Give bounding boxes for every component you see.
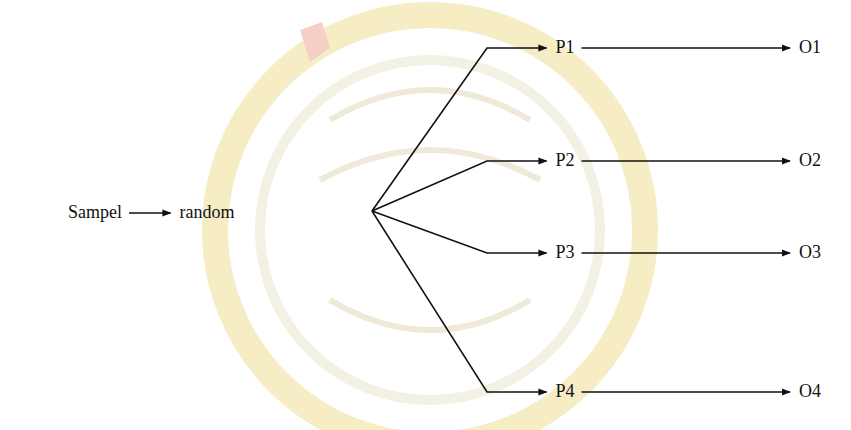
node-text: P3 (555, 243, 574, 263)
node-text: P4 (555, 382, 574, 402)
method-label: random (177, 201, 238, 225)
node-text: P1 (555, 38, 574, 58)
treatment-label: P3 (552, 241, 577, 265)
node-text: O1 (799, 38, 821, 58)
node-text: random (180, 203, 235, 223)
arrow-connector (372, 211, 546, 253)
arrow-connector (372, 161, 546, 211)
node-text: P2 (555, 151, 574, 171)
treatment-label: P4 (552, 380, 577, 404)
watermark-wings (320, 90, 540, 330)
arrow-connector (372, 48, 546, 211)
node-text: Sampel (68, 203, 122, 223)
arrow-connector (372, 211, 546, 392)
node-text: O2 (799, 151, 821, 171)
node-text: O3 (799, 243, 821, 263)
observation-label: O2 (796, 149, 824, 173)
node-text: O4 (799, 382, 821, 402)
treatment-label: P1 (552, 36, 577, 60)
watermark-ring (215, 15, 645, 430)
observation-label: O3 (796, 241, 824, 265)
subject-label: Sampel (65, 201, 125, 225)
arrow-connector (582, 47, 791, 49)
observation-label: O1 (796, 36, 824, 60)
observation-label: O4 (796, 380, 824, 404)
arrow-connector (582, 391, 791, 393)
watermark-ring (260, 60, 600, 400)
arrow-connector (582, 160, 791, 162)
watermark-flame (300, 22, 330, 62)
arrow-connector (129, 212, 171, 214)
arrow-connector (582, 252, 791, 254)
treatment-label: P2 (552, 149, 577, 173)
